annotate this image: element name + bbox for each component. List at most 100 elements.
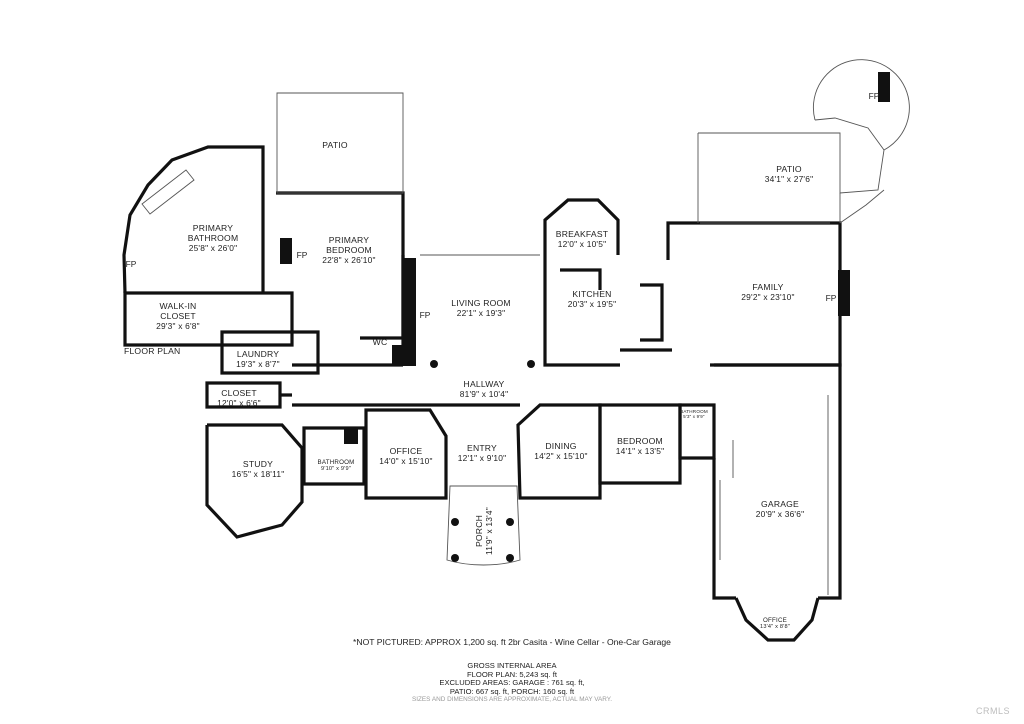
wall-garage: [712, 363, 842, 600]
room-dim: 11'9" x 13'4": [484, 507, 494, 555]
room-dim: 12'1" x 9'10": [457, 453, 507, 463]
room-name: OFFICE: [763, 617, 787, 624]
patio-right-lower: [697, 133, 885, 224]
room-label-garage: GARAGE 20'9" x 36'6": [756, 499, 805, 519]
room-label-kitchen: KITCHEN 20'3" x 19'5": [568, 289, 617, 309]
column-2: [527, 360, 535, 368]
room-label-hallway: HALLWAY 81'9" x 10'4": [460, 379, 509, 399]
patio-top-outline: [276, 92, 404, 194]
fireplace-label-family: FP: [825, 293, 837, 303]
area-patio-porch: PATIO: 667 sq. ft, PORCH: 160 sq. ft: [449, 686, 575, 696]
wall-hallway: [280, 363, 520, 407]
area-excluded: EXCLUDED AREAS: GARAGE : 761 sq. ft,: [439, 678, 585, 688]
room-dim: 22'1" x 19'3": [456, 308, 506, 318]
room-label-bathroom-small: BATHROOM 9'10" x 9'9": [318, 459, 355, 473]
room-name: PATIO: [322, 140, 348, 150]
room-name: ENTRY: [467, 443, 497, 453]
room-name: BREAKFAST: [555, 229, 609, 239]
room-name: WALK-IN CLOSET: [159, 301, 197, 321]
room-name: LIVING ROOM: [451, 298, 511, 308]
porch-column-4: [506, 554, 514, 562]
room-name: BATHROOM: [680, 409, 708, 414]
porch-column-2: [506, 518, 514, 526]
room-dim: 25'8" x 26'0": [188, 243, 238, 253]
room-name: PORCH: [474, 514, 484, 548]
room-name: KITCHEN: [572, 289, 612, 299]
room-label-walk-in-closet: WALK-IN CLOSET 29'3" x 6'8": [148, 301, 208, 331]
fireplace-block-living: [403, 258, 416, 366]
room-label-entry: ENTRY 12'1" x 9'10": [458, 443, 507, 463]
fireplace-block-family: [838, 270, 850, 316]
room-dim: 14'0" x 15'10": [379, 456, 433, 466]
garage-inner: [719, 440, 734, 560]
room-label-primary-bathroom: PRIMARY BATHROOM 25'8" x 26'0": [178, 223, 248, 253]
room-name: PRIMARY BEDROOM: [326, 235, 372, 255]
room-dim: 16'5" x 18'11": [231, 469, 285, 479]
room-name: PRIMARY BATHROOM: [187, 223, 239, 243]
room-dim: 12'0" x 10'5": [557, 239, 607, 249]
room-dim: 9'10" x 9'9": [321, 466, 351, 472]
room-label-patio-right: PATIO 34'1" x 27'6": [765, 164, 814, 184]
floor-plan-tag: FLOOR PLAN: [124, 346, 181, 356]
room-dim: 20'3" x 19'5": [567, 299, 617, 309]
area-summary: GROSS INTERNAL AREA FLOOR PLAN: 5,243 sq…: [411, 661, 613, 705]
fireplace-label-primary-bath: FP: [125, 259, 137, 269]
room-dim: 29'3" x 6'8": [156, 321, 200, 331]
room-dim: 14'1" x 13'5": [615, 446, 665, 456]
wc-block: [392, 345, 404, 365]
room-label-porch: PORCH 11'9" x 13'4": [474, 507, 494, 555]
room-dim: 13'4" x 8'8": [760, 624, 790, 630]
patio-circle: [812, 59, 910, 151]
column-1: [430, 360, 438, 368]
room-name: HALLWAY: [463, 379, 505, 389]
room-label-laundry: LAUNDRY 19'3" x 8'7": [236, 349, 280, 369]
room-name: PATIO: [776, 164, 802, 174]
room-dim: 20'9" x 36'6": [755, 509, 805, 519]
room-label-bathroom-right: BATHROOM 5'3" x 9'9": [680, 409, 708, 419]
brand-watermark: CRMLS: [975, 706, 1010, 716]
room-name: OFFICE: [389, 446, 423, 456]
room-label-dining: DINING 14'2" x 15'10": [534, 441, 587, 461]
room-label-patio-top: PATIO: [322, 140, 348, 150]
wall-office-garage: [734, 597, 820, 642]
room-label-closet: CLOSET 12'0" x 6'6": [217, 388, 261, 408]
room-label-office-garage: OFFICE 13'4" x 8'8": [760, 617, 790, 631]
room-dim: 5'3" x 9'9": [683, 414, 705, 419]
porch-column-3: [451, 554, 459, 562]
room-label-primary-bedroom: PRIMARY BEDROOM 22'8" x 26'10": [314, 235, 384, 265]
wall-study: [205, 423, 304, 539]
room-dim: 14'2" x 15'10": [534, 451, 588, 461]
wall-bedroom: [598, 403, 682, 485]
room-label-living-room: LIVING ROOM 22'1" x 19'3": [451, 298, 511, 318]
porch-column-1: [451, 518, 459, 526]
room-label-breakfast: BREAKFAST 12'0" x 10'5": [556, 229, 608, 249]
room-dim: 81'9" x 10'4": [459, 389, 509, 399]
porch-outline: [446, 485, 521, 566]
room-label-office: OFFICE 14'0" x 15'10": [379, 446, 432, 466]
room-name: DINING: [545, 441, 577, 451]
area-title: GROSS INTERNAL AREA: [467, 661, 557, 670]
room-label-bedroom: BEDROOM 14'1" x 13'5": [616, 436, 665, 456]
room-label-wc: WC: [373, 337, 388, 347]
room-name: WC: [372, 337, 388, 347]
area-disclaimer: SIZES AND DIMENSIONS ARE APPROXIMATE, AC…: [411, 696, 613, 704]
room-dim: 12'0" x 6'6": [217, 398, 261, 408]
room-dim: 22'8" x 26'10": [322, 255, 376, 265]
wall-primary-bath: [122, 145, 265, 294]
room-name: LAUNDRY: [236, 349, 280, 359]
fireplace-block-patio: [878, 72, 890, 102]
wall-primary-bedroom: [276, 191, 405, 340]
room-name: CLOSET: [221, 388, 257, 398]
room-name: BATHROOM: [317, 459, 355, 466]
bath-tub: [141, 169, 195, 215]
wall-walkin: [123, 291, 294, 347]
fireplace-block-primary-bath: [280, 238, 292, 264]
wall-laundry: [220, 330, 320, 375]
wall-kitchen-island: [560, 268, 672, 352]
area-floor-plan: FLOOR PLAN: 5,243 sq. ft: [467, 669, 557, 679]
patio-right-outline: [698, 117, 885, 194]
wall-closet: [205, 381, 282, 409]
not-pictured-note: *NOT PICTURED: APPROX 1,200 sq. ft 2br C…: [353, 637, 671, 647]
room-name: GARAGE: [761, 499, 799, 509]
